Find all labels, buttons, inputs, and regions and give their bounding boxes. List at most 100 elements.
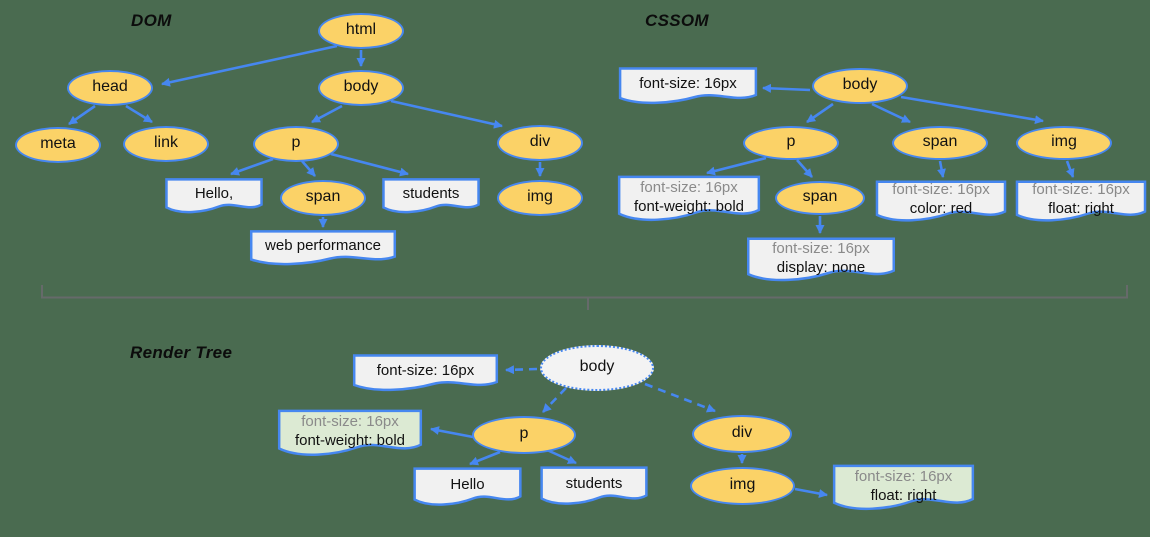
render-node-div-label: div [731, 424, 753, 441]
cssom-rule-root: font-size: 16px [618, 67, 758, 107]
arrow-rt-body-rule [505, 365, 538, 375]
document-shape [165, 178, 263, 216]
document-shape [413, 467, 522, 509]
cssom-section-title: CSSOM [645, 11, 709, 30]
arrow-head-link [125, 104, 153, 124]
cssom-rule-img-own: float: right [1048, 200, 1114, 217]
arrow-rt-body-div [644, 382, 716, 413]
cssom-rule-span-child-inherited: font-size: 16px [772, 239, 870, 257]
dom-text-node-hello: Hello, [165, 178, 263, 216]
render-text-node-hello-label: Hello [450, 476, 485, 493]
dom-text-node-web-performance: web performance [249, 230, 397, 268]
arrow-rt-body-p [542, 387, 567, 413]
arrow-rt-p-students [546, 448, 577, 465]
document-shape [249, 230, 397, 268]
dom-node-p-label: p [291, 134, 301, 151]
render-node-body: body [540, 345, 654, 391]
dom-node-span-label: span [305, 188, 341, 205]
arrow-cssom-img-rule [1065, 160, 1075, 178]
document-shape [746, 237, 896, 285]
document-shape [618, 67, 758, 107]
arrow-cssom-body-img [900, 95, 1044, 125]
cssom-node-img-label: img [1051, 133, 1077, 150]
arrow-rt-p-hello [469, 450, 501, 466]
cssom-rule-root-label: font-size: 16px [639, 75, 737, 92]
arrow-cssom-p-span [796, 159, 813, 178]
arrow-html-head [161, 44, 338, 87]
dom-node-link-label: link [153, 134, 178, 151]
dom-node-html: html [318, 13, 404, 49]
dom-node-div: div [497, 125, 583, 161]
cssom-rule-img: font-size: 16px float: right [1015, 180, 1147, 225]
cssom-rule-span-child-own: display: none [776, 258, 866, 276]
arrow-rt-img-rule [794, 487, 828, 498]
render-text-node-hello: Hello [413, 467, 522, 509]
render-rule-body: font-size: 16px [352, 354, 499, 394]
document-shape [1015, 180, 1147, 225]
document-shape [832, 464, 975, 514]
dom-text-node-students: students [382, 178, 480, 216]
cssom-rule-p-own: font-weight: bold [633, 197, 745, 215]
dom-node-div-label: div [529, 133, 551, 150]
arrow-cssom-body-span [871, 102, 911, 124]
cssom-rule-span: font-size: 16px color: red [875, 180, 1007, 225]
render-rule-p-inherited: font-size: 16px [301, 413, 399, 430]
cssom-rule-span-child: font-size: 16px display: none [746, 237, 896, 285]
document-shape [617, 175, 761, 225]
document-shape [382, 178, 480, 216]
cssom-rule-p: font-size: 16px font-weight: bold [617, 175, 761, 225]
arrow-body-div [390, 99, 503, 129]
render-rule-img-inherited: font-size: 16px [854, 467, 953, 485]
arrow-p-span [301, 160, 316, 177]
arrow-cssom-p-rule [706, 156, 767, 176]
render-text-node-students: students [540, 466, 648, 508]
cssom-node-span: span [892, 126, 988, 160]
dom-text-node-hello-label: Hello, [194, 185, 234, 202]
dom-node-img-label: img [527, 188, 553, 205]
arrow-body-p [311, 104, 343, 124]
document-shape [277, 409, 423, 460]
render-node-img-label: img [729, 476, 756, 493]
cssom-node-span-label: span [922, 133, 958, 150]
cssom-rule-span-own: color: red [909, 200, 973, 217]
arrow-p-students [330, 152, 409, 177]
dom-text-node-students-label: students [402, 185, 460, 202]
dom-node-span: span [280, 180, 366, 216]
cssom-node-p: p [743, 126, 839, 160]
render-section-title: Render Tree [130, 343, 233, 362]
dom-node-link: link [123, 126, 209, 162]
render-rule-img: font-size: 16px float: right [832, 464, 975, 514]
cssom-node-span-child-label: span [802, 188, 838, 205]
arrow-head-meta [68, 104, 96, 126]
arrow-cssom-body-rule [762, 83, 811, 93]
dom-node-body: body [318, 70, 404, 106]
dom-node-head-label: head [92, 78, 128, 95]
render-rule-body-label: font-size: 16px [376, 362, 475, 379]
dom-node-p: p [253, 126, 339, 162]
render-node-body-label: body [579, 358, 615, 375]
cssom-rule-img-inherited: font-size: 16px [1032, 181, 1130, 198]
render-rule-img-own: float: right [870, 486, 937, 504]
dom-node-meta: meta [15, 127, 101, 163]
dom-node-html-label: html [345, 21, 377, 38]
arrow-p-hello [230, 157, 274, 176]
dom-node-img: img [497, 180, 583, 216]
render-rule-p: font-size: 16px font-weight: bold [277, 409, 423, 460]
cssom-node-body: body [812, 68, 908, 104]
arrow-cssom-body-p [806, 102, 834, 124]
cssom-node-span-child: span [775, 181, 865, 215]
arrow-cssom-span-rule [937, 160, 946, 178]
cssom-node-p-label: p [786, 133, 796, 150]
render-node-p-label: p [519, 425, 529, 442]
arrow-rt-p-rule [430, 426, 474, 439]
dom-node-head: head [67, 70, 153, 106]
cssom-rule-p-inherited: font-size: 16px [640, 178, 738, 196]
render-text-node-students-label: students [565, 475, 623, 492]
render-node-p: p [472, 416, 576, 454]
cssom-node-body-label: body [842, 76, 878, 93]
render-node-img: img [690, 467, 795, 505]
document-shape [875, 180, 1007, 225]
combine-brace [41, 285, 1128, 299]
